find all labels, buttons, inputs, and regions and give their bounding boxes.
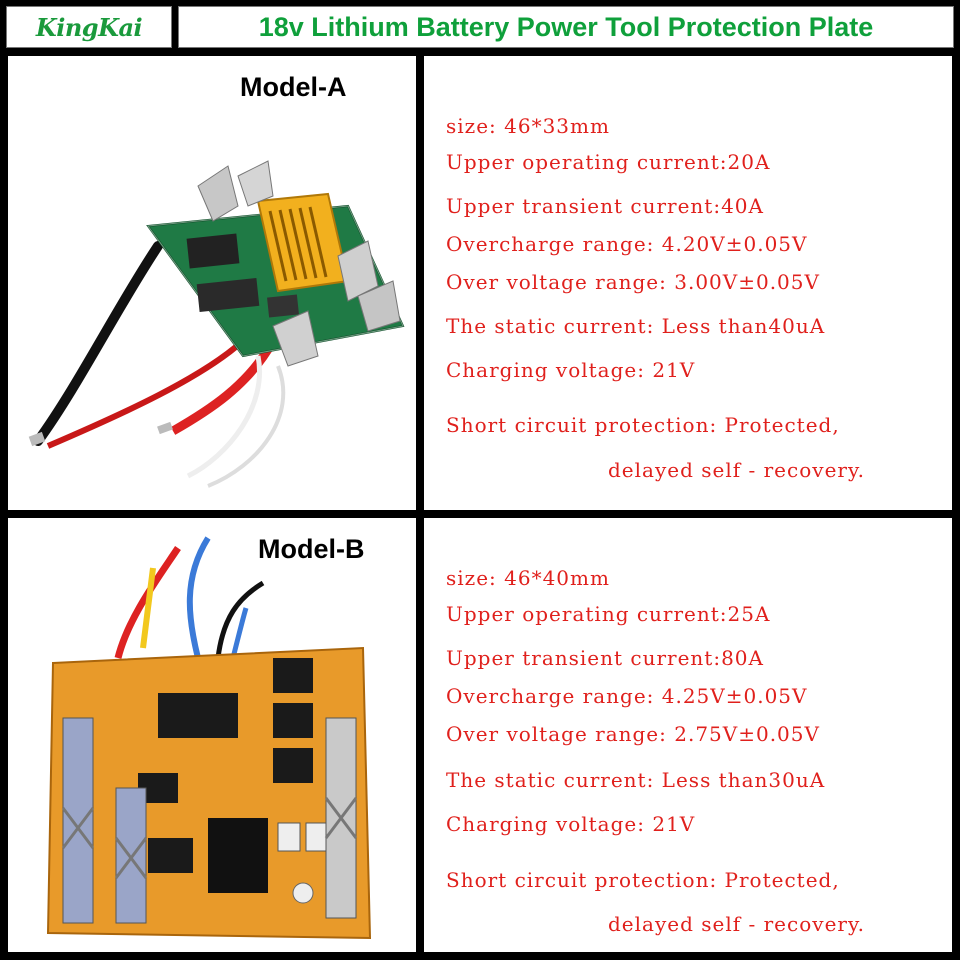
model-a-label: Model-A — [240, 72, 347, 102]
model-a-pcb-image — [28, 160, 405, 488]
model-a-spec-operating-current: Upper operating current:20A — [446, 150, 771, 174]
model-a-spec-transient-current: Upper transient current:40A — [446, 194, 764, 218]
model-b-spec-static-current: The static current: Less than30uA — [446, 768, 826, 792]
model-a-spec-static-current: The static current: Less than40uA — [446, 314, 826, 338]
model-b-pcb-image — [46, 536, 372, 940]
model-b-spec-over-voltage-range: Over voltage range: 2.75V±0.05V — [446, 722, 820, 746]
model-b-spec-recovery: delayed self - recovery. — [608, 912, 865, 936]
model-b-spec-transient-current: Upper transient current:80A — [446, 646, 764, 670]
model-a-spec-size: size: 46*33mm — [446, 114, 610, 138]
header: KingKai 18v Lithium Battery Power Tool P… — [4, 4, 956, 50]
model-a-spec-charging-voltage: Charging voltage: 21V — [446, 358, 696, 382]
model-a-spec-overcharge-range: Overcharge range: 4.20V±0.05V — [446, 232, 808, 256]
model-b-spec-charging-voltage: Charging voltage: 21V — [446, 812, 696, 836]
page-title-box: 18v Lithium Battery Power Tool Protectio… — [178, 6, 954, 48]
model-a-image-panel: Model-A — [8, 56, 416, 510]
model-b-specs-panel: size: 46*40mm Upper operating current:25… — [424, 518, 952, 952]
model-b-label: Model-B — [258, 534, 365, 564]
model-b-spec-overcharge-range: Overcharge range: 4.25V±0.05V — [446, 684, 808, 708]
model-b-spec-size: size: 46*40mm — [446, 566, 610, 590]
brand-logo-text: KingKai — [35, 12, 143, 42]
model-b-image-panel: Model-B — [8, 518, 416, 952]
model-a-spec-recovery: delayed self - recovery. — [608, 458, 865, 482]
brand-logo: KingKai — [6, 6, 172, 48]
model-b-spec-operating-current: Upper operating current:25A — [446, 602, 771, 626]
model-b-spec-short-circuit: Short circuit protection: Protected, — [446, 868, 840, 892]
model-a-spec-over-voltage-range: Over voltage range: 3.00V±0.05V — [446, 270, 820, 294]
page-title: 18v Lithium Battery Power Tool Protectio… — [258, 11, 874, 42]
model-a-specs-panel: size: 46*33mm Upper operating current:20… — [424, 56, 952, 510]
model-a-spec-short-circuit: Short circuit protection: Protected, — [446, 413, 840, 437]
